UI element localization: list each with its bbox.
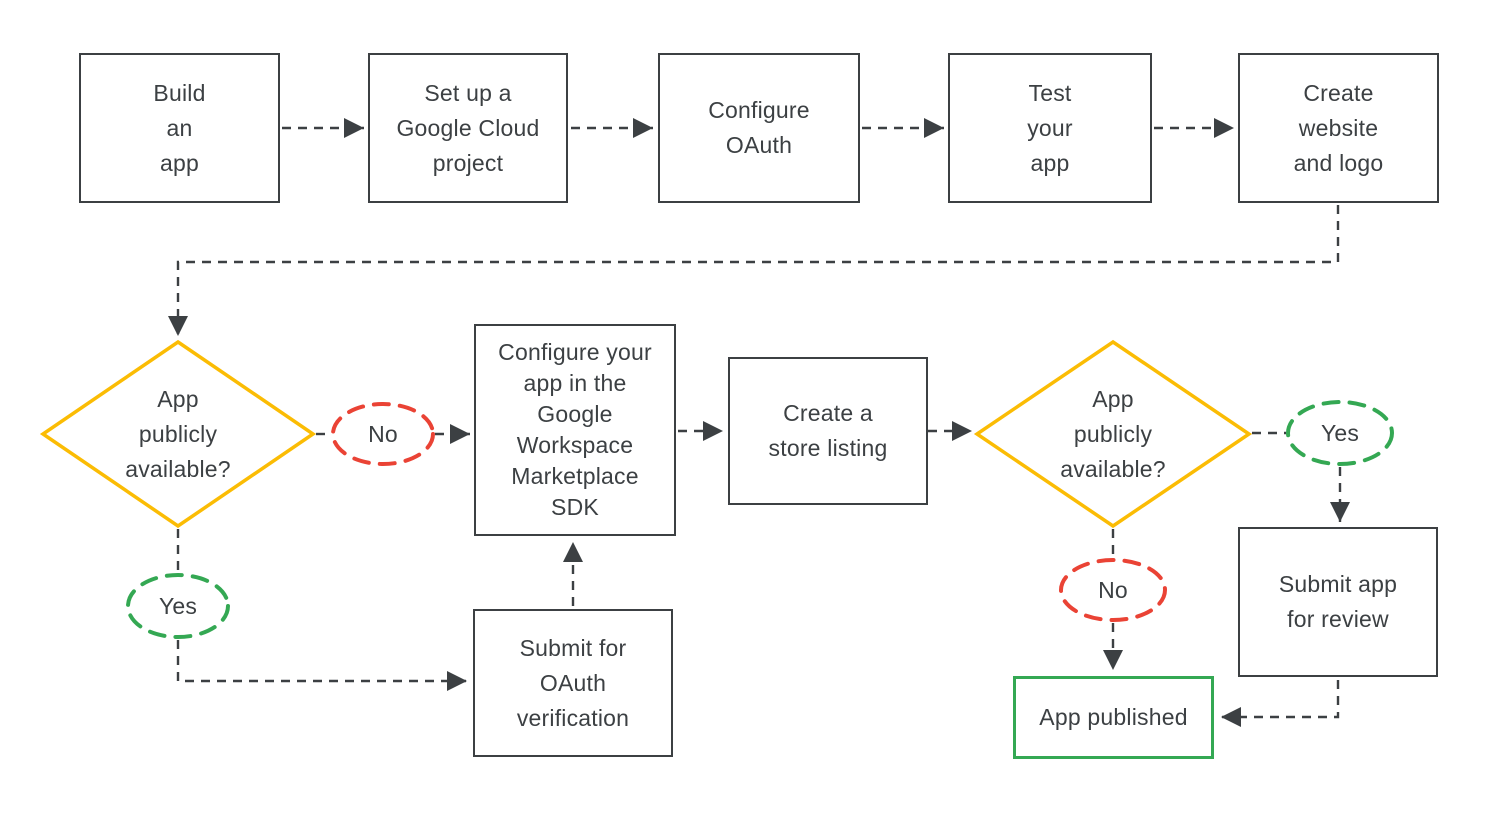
process-configure-oauth: Configure OAuth: [658, 53, 860, 203]
no-oval-2: [1059, 558, 1167, 622]
process-build-app: Build an app: [79, 53, 280, 203]
yes-oval-2: [1286, 400, 1394, 466]
process-test-app: Test your app: [948, 53, 1152, 203]
process-submit-oauth-verification: Submit for OAuth verification: [473, 609, 673, 757]
process-configure-marketplace-sdk: Configure your app in the Google Workspa…: [474, 324, 676, 536]
connector-review-to-published: [1221, 680, 1340, 727]
yes-label-1: Yes: [158, 592, 198, 619]
no-label-1: No: [368, 420, 398, 447]
connector-website-to-decision1: [168, 205, 1340, 336]
decision-app-public-2-label: App publicly available?: [1060, 385, 1166, 482]
process-setup-cloud-project: Set up a Google Cloud project: [368, 53, 568, 203]
decision-diamond-1: [39, 339, 317, 529]
decision-diamond-2: [973, 339, 1253, 529]
process-submit-app-review: Submit app for review: [1238, 527, 1438, 677]
yes-oval-1: [126, 573, 230, 639]
process-create-website-logo: Create website and logo: [1238, 53, 1439, 203]
process-create-store-listing: Create a store listing: [728, 357, 928, 505]
terminal-app-published: App published: [1013, 676, 1214, 759]
connector-yes-to-oauth-verification: [176, 640, 467, 691]
yes-label-2: Yes: [1320, 419, 1360, 446]
no-label-2: No: [1098, 576, 1128, 603]
decision-app-public-1-label: App publicly available?: [125, 385, 231, 482]
no-oval-1: [331, 402, 435, 466]
